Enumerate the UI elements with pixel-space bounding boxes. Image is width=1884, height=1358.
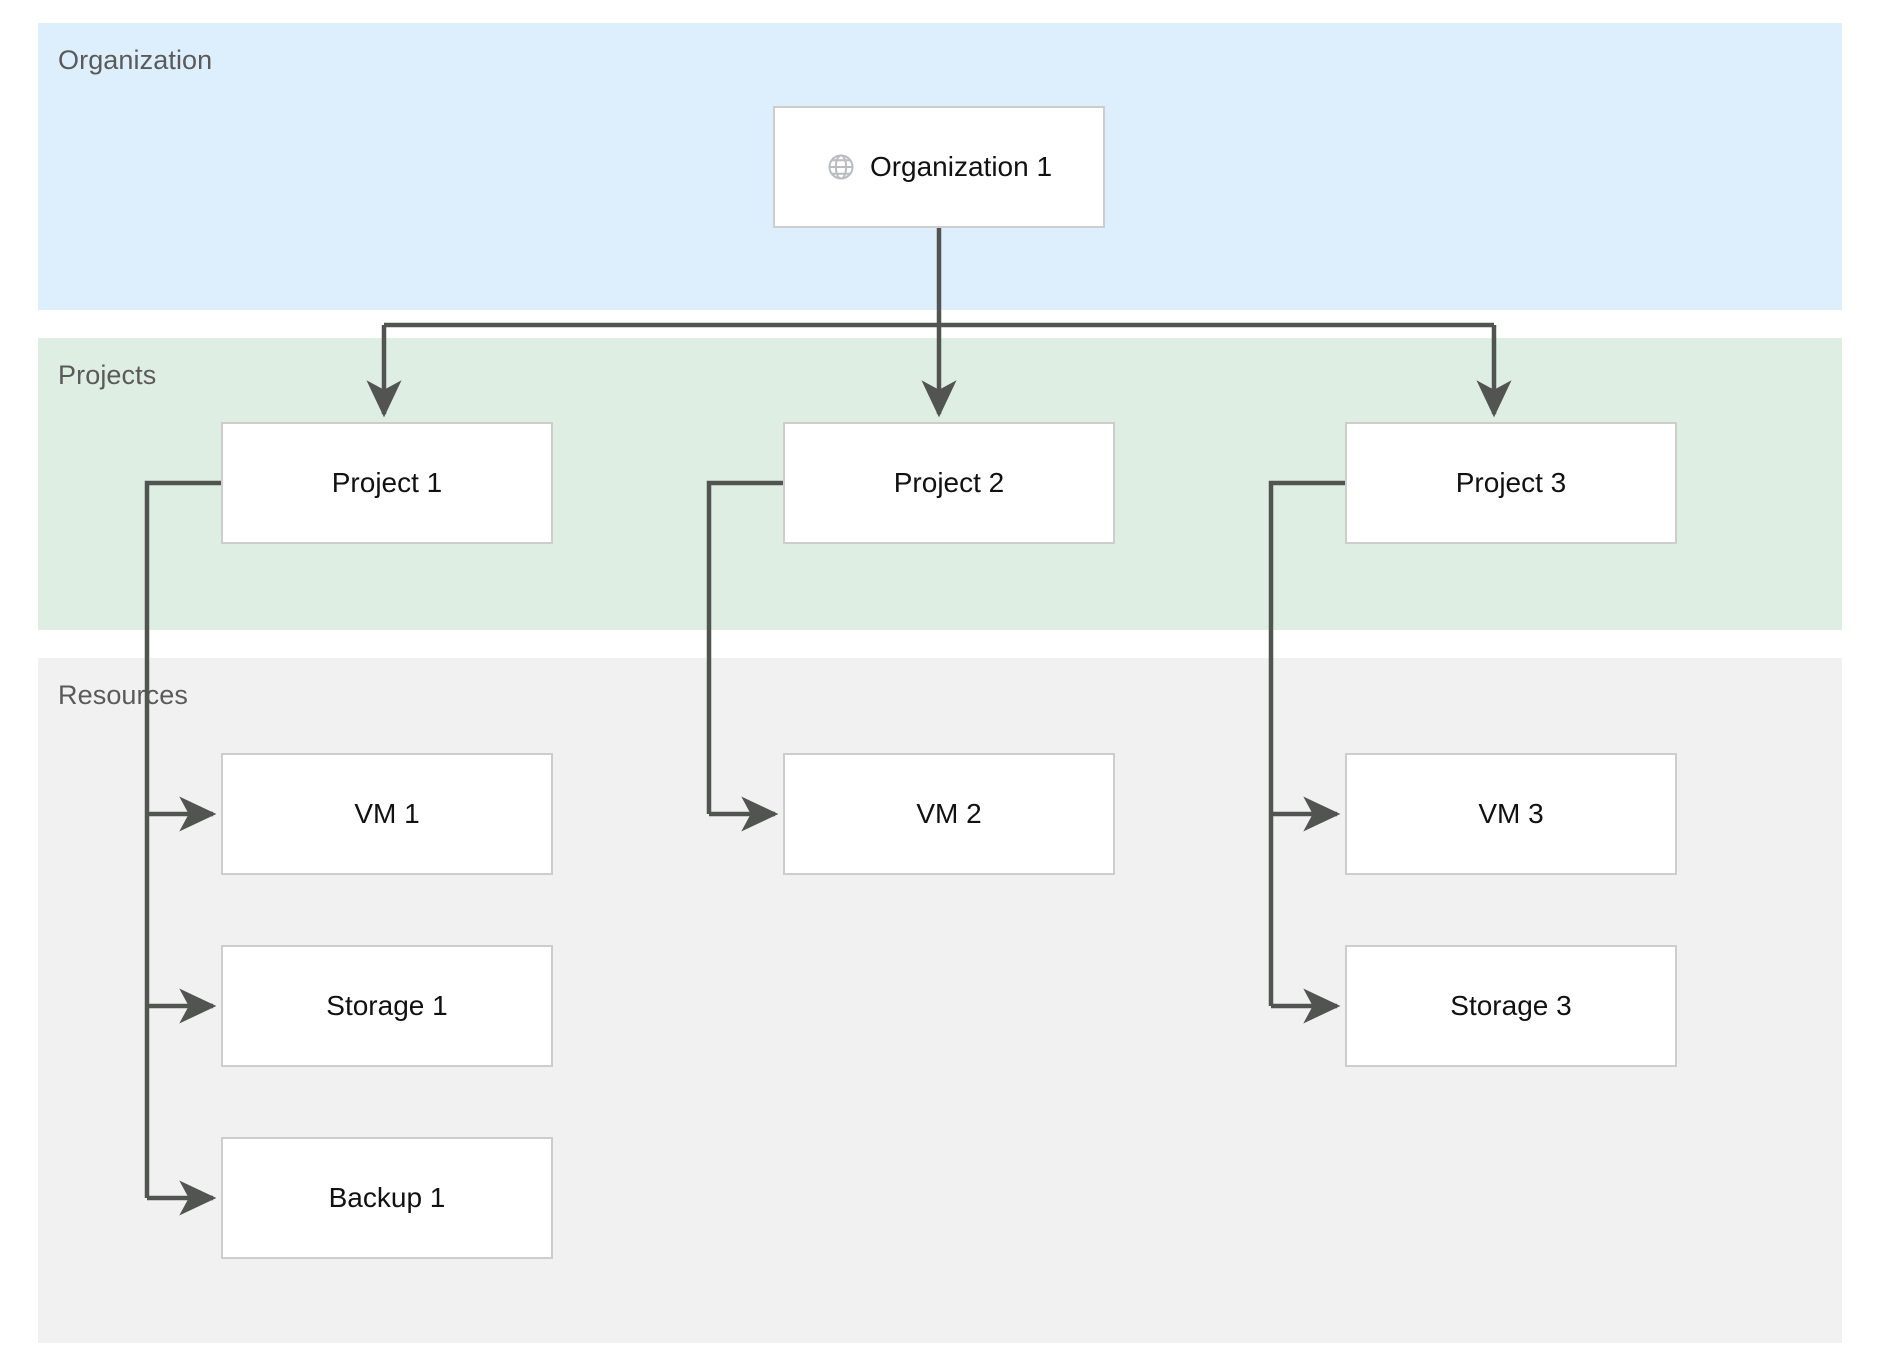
node-label-organization-1: Organization 1	[869, 151, 1053, 182]
node-label-vm-3: VM 3	[1478, 798, 1544, 829]
node-label-vm-2: VM 2	[916, 798, 982, 829]
node-project-2[interactable]: Project 2	[783, 422, 1115, 544]
node-label-backup-1: Backup 1	[328, 1182, 446, 1213]
node-label-storage-1: Storage 1	[326, 990, 448, 1021]
node-storage-3[interactable]: Storage 3	[1345, 945, 1677, 1067]
node-project-1[interactable]: Project 1	[221, 422, 553, 544]
node-label-project-1: Project 1	[331, 467, 443, 498]
node-backup-1[interactable]: Backup 1	[221, 1137, 553, 1259]
node-vm-2[interactable]: VM 2	[783, 753, 1115, 875]
node-project-3[interactable]: Project 3	[1345, 422, 1677, 544]
node-vm-1[interactable]: VM 1	[221, 753, 553, 875]
band-label-projects: Projects	[58, 360, 157, 390]
node-label-storage-3: Storage 3	[1450, 990, 1572, 1021]
node-label-vm-1: VM 1	[354, 798, 420, 829]
node-label-project-2: Project 2	[893, 467, 1005, 498]
node-vm-3[interactable]: VM 3	[1345, 753, 1677, 875]
globe-icon	[826, 152, 856, 182]
node-organization-1[interactable]: Organization 1	[773, 106, 1105, 228]
band-label-resources: Resources	[58, 680, 188, 710]
node-label-project-3: Project 3	[1455, 467, 1567, 498]
node-storage-1[interactable]: Storage 1	[221, 945, 553, 1067]
band-label-organization: Organization	[58, 45, 213, 75]
